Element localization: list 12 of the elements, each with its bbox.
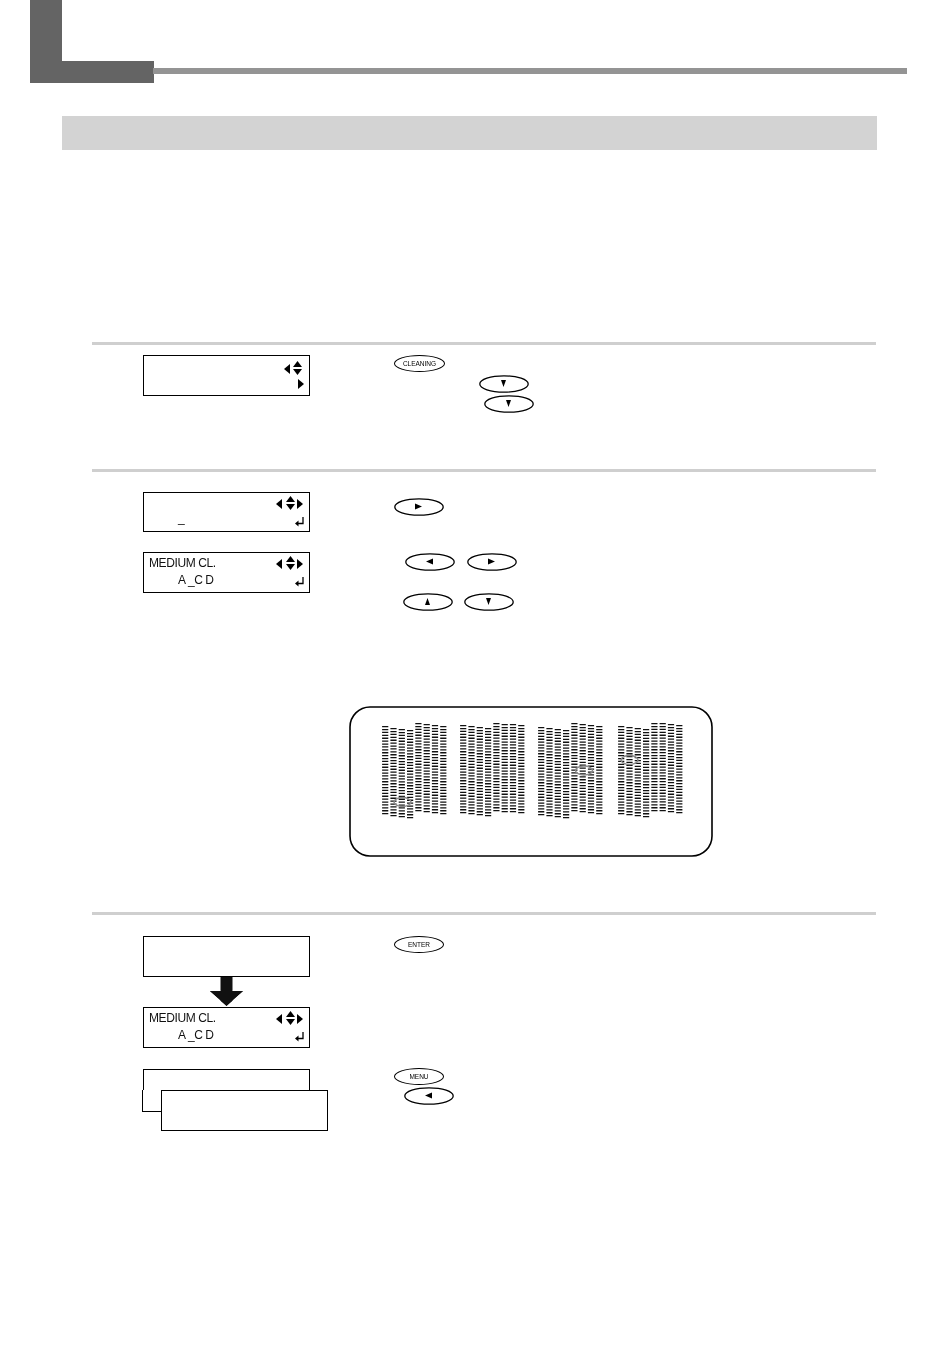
- display-text: _: [178, 512, 185, 525]
- lcd-screen: [143, 936, 310, 977]
- display-text: A _C D: [178, 1029, 214, 1042]
- display-text: MEDIUM CL.: [149, 557, 216, 570]
- lcd-screen: [143, 492, 310, 532]
- lcd-screen: [143, 552, 310, 593]
- lcd-screen: [143, 355, 310, 396]
- lcd-screen: [143, 1007, 310, 1048]
- block-arrow: [209, 977, 244, 1006]
- lcd-screen: [161, 1090, 328, 1131]
- display-text: A _C D: [178, 574, 214, 587]
- display-text: MEDIUM CL.: [149, 1012, 216, 1025]
